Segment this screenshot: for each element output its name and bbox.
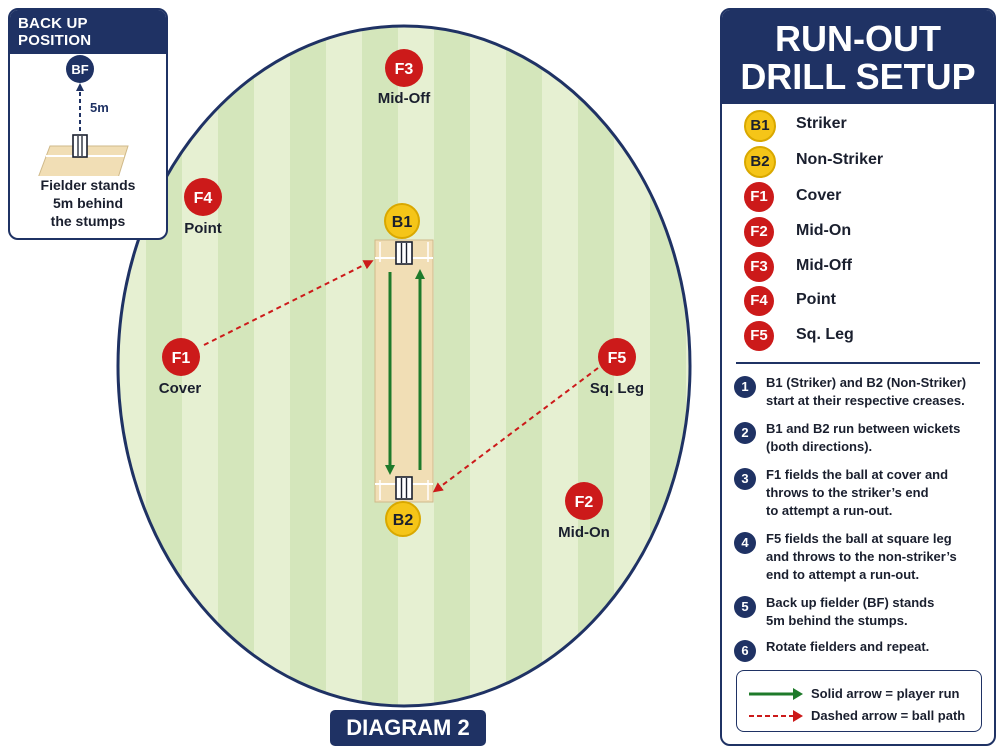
step-text: B1 (Striker) and B2 (Non-Striker)start a… xyxy=(766,375,967,408)
fielder-f3: F3 Mid-Off xyxy=(378,49,431,107)
legend-label: Striker xyxy=(796,115,847,132)
key-dashed-row: Dashed arrow = ball path xyxy=(747,707,977,727)
legend-item-b1: B1 Striker xyxy=(744,110,974,142)
divider xyxy=(736,362,980,364)
legend-label: Non-Striker xyxy=(796,151,884,168)
fielder-f2: F2 Mid-On xyxy=(558,482,610,541)
pitch xyxy=(374,239,434,503)
legend-badge: F4 xyxy=(744,286,774,316)
svg-text:B2: B2 xyxy=(393,512,414,529)
key-dashed-label: Dashed arrow = ball path xyxy=(811,708,966,723)
ball-path-f5-to-non-striker xyxy=(432,367,599,493)
svg-text:Mid-Off: Mid-Off xyxy=(378,90,431,107)
fielder-f4: F4 Point xyxy=(184,178,222,237)
svg-text:F1: F1 xyxy=(172,350,191,367)
svg-text:Sq. Leg: Sq. Leg xyxy=(590,380,644,397)
legend-badge: F1 xyxy=(744,182,774,212)
svg-text:F3: F3 xyxy=(395,61,414,78)
inset-title: BACK UP POSITION xyxy=(10,10,166,54)
legend-item-f5: F5 Sq. Leg xyxy=(744,321,974,351)
svg-text:Cover: Cover xyxy=(159,380,202,397)
ball-path-f1-to-striker xyxy=(203,260,374,346)
legend-label: Point xyxy=(796,291,836,308)
grass-stripe xyxy=(290,26,326,706)
fielder-f5: F5 Sq. Leg xyxy=(590,338,644,397)
legend-item-b2: B2 Non-Striker xyxy=(744,146,974,178)
legend-item-f2: F2 Mid-On xyxy=(744,217,974,247)
stumps-icon xyxy=(72,134,88,158)
legend-item-f4: F4 Point xyxy=(744,286,974,316)
panel-title: RUN-OUT DRILL SETUP xyxy=(722,10,994,104)
step-number: 4 xyxy=(734,532,756,554)
inset-caption: Fielder stands 5m behind the stumps xyxy=(40,177,136,229)
legend-badge: B2 xyxy=(744,146,776,178)
step-number: 3 xyxy=(734,468,756,490)
svg-text:F4: F4 xyxy=(194,190,213,207)
legend-label: Sq. Leg xyxy=(796,326,854,343)
legend-badge: F3 xyxy=(744,252,774,282)
step-number: 5 xyxy=(734,596,756,618)
cricket-field-diagram: F3 Mid-Off F4 Point F1 Cover F5 Sq. Leg … xyxy=(116,24,692,708)
batter-b2: B2 xyxy=(385,501,421,537)
legend-label: Mid-Off xyxy=(796,257,852,274)
grass-stripe xyxy=(218,26,254,706)
grass-stripe xyxy=(650,26,686,706)
legend-item-f1: F1 Cover xyxy=(744,182,974,212)
legend-badge: B1 xyxy=(744,110,776,142)
diagram-label: DIAGRAM 2 xyxy=(330,710,486,746)
solid-arrow-icon xyxy=(749,688,803,700)
legend-badge: F5 xyxy=(744,321,774,351)
arrow-key: Solid arrow = player run Dashed arrow = … xyxy=(736,670,982,732)
backup-fielder-badge xyxy=(66,55,94,83)
svg-text:Mid-On: Mid-On xyxy=(558,524,610,541)
legend-item-f3: F3 Mid-Off xyxy=(744,252,974,282)
stumps-striker-end xyxy=(395,241,413,265)
legend-label: Mid-On xyxy=(796,222,852,239)
dashed-arrow-icon xyxy=(749,710,803,722)
key-solid-row: Solid arrow = player run xyxy=(747,685,977,705)
svg-text:B1: B1 xyxy=(392,214,413,231)
svg-text:F2: F2 xyxy=(575,494,594,511)
svg-text:Point: Point xyxy=(184,220,222,237)
key-solid-label: Solid arrow = player run xyxy=(811,686,960,701)
step-text: B1 and B2 run between wickets(both direc… xyxy=(766,421,961,454)
step-number: 1 xyxy=(734,376,756,398)
svg-text:F5: F5 xyxy=(608,350,627,367)
svg-text:BF: BF xyxy=(71,62,88,77)
grass-stripe xyxy=(434,26,470,706)
grass-stripe xyxy=(506,26,542,706)
stumps-non-striker-end xyxy=(395,476,413,500)
step-number: 2 xyxy=(734,422,756,444)
svg-text:5m: 5m xyxy=(90,100,109,115)
legend-badge: F2 xyxy=(744,217,774,247)
fielder-f1: F1 Cover xyxy=(159,338,202,397)
back-up-position-inset: BACK UP POSITION BF 5m Fielder stands 5m… xyxy=(8,8,168,240)
step-number: 6 xyxy=(734,640,756,662)
step-text: Rotate fielders and repeat. xyxy=(766,639,930,654)
legend-label: Cover xyxy=(796,187,842,204)
drill-setup-panel: RUN-OUT DRILL SETUP B1 Striker B2 Non-St… xyxy=(720,8,996,746)
batter-b1: B1 xyxy=(384,203,420,239)
back-up-illustration: BF 5m xyxy=(38,55,129,176)
